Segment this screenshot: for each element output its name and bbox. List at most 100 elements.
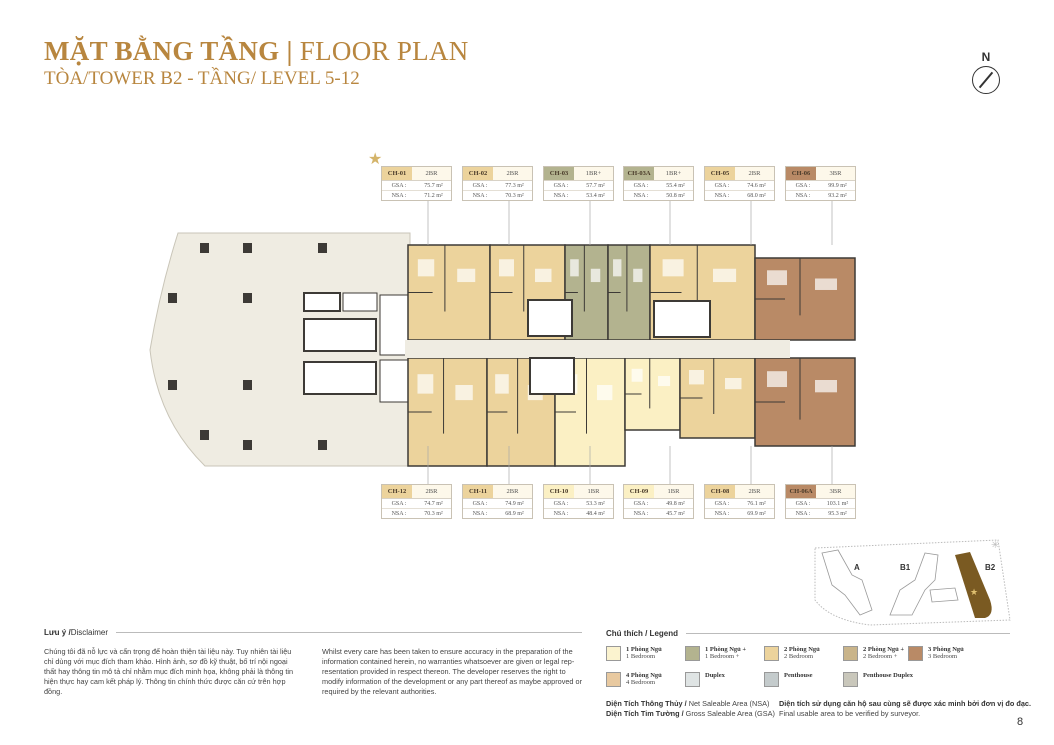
nsa-row: NSA : 71.2 m² — [382, 191, 451, 201]
legend-heading-text: Chú thích / Legend — [606, 629, 678, 638]
legend-swatch — [685, 646, 700, 661]
furniture-icon — [725, 378, 742, 390]
amenity-area — [149, 232, 411, 467]
gsa-row: GSA :57.7 m² — [544, 181, 613, 191]
furniture-icon — [455, 385, 473, 401]
gsa-label: GSA : — [553, 500, 569, 507]
gsa-label: GSA : — [714, 182, 730, 189]
area-definitions: Diện Tích Thông Thủy / Net Saleable Area… — [606, 699, 775, 719]
unit-code: CH-02 — [463, 167, 493, 180]
unit-type: 3BR — [816, 485, 855, 498]
unit-code: CH-05 — [705, 167, 735, 180]
gsa-label: GSA : — [553, 182, 569, 189]
corridor — [405, 340, 790, 358]
gsa-row: GSA :75.7 m² — [382, 181, 451, 191]
nsa-label: NSA : — [714, 511, 730, 517]
legend-swatch — [606, 672, 621, 687]
legend-label-en: 1 Bedroom + — [705, 653, 740, 660]
furniture-icon — [815, 380, 837, 393]
nsa-value: 69.9 m² — [747, 511, 766, 517]
unit-code: CH-10 — [544, 485, 574, 498]
nsa-label: NSA : — [391, 193, 407, 199]
nsa-value: 95.3 m² — [828, 511, 847, 517]
disclaimer-text-vi: Chúng tôi đã nỗ lực và cẩn trọng để hoàn… — [44, 647, 294, 696]
furniture-icon — [535, 268, 552, 283]
bed-icon — [613, 259, 622, 277]
nsa-label: NSA : — [553, 193, 569, 199]
nsa-label: NSA : — [633, 511, 649, 517]
gsa-row: GSA :74.6 m² — [705, 181, 774, 191]
elevator-core — [527, 299, 711, 395]
bed-icon — [767, 371, 787, 388]
nsa-row: NSA :53.4 m² — [544, 191, 613, 201]
legend-label-vi: Penthouse — [784, 672, 813, 679]
nsa-value: 71.2 m² — [424, 193, 443, 199]
unit-code: CH-06A — [786, 485, 816, 498]
gsa-label: GSA : — [795, 500, 811, 507]
structural-column — [243, 293, 252, 303]
unit-code: CH-09 — [624, 485, 654, 498]
divider — [116, 632, 582, 633]
nsa-row: NSA :68.9 m² — [463, 509, 532, 519]
gsa-label: GSA : — [795, 182, 811, 189]
bed-icon — [570, 259, 579, 277]
gsa-value: 49.8 m² — [666, 500, 685, 507]
nsa-label: NSA : — [472, 193, 488, 199]
unit-type: 2BR — [493, 485, 532, 498]
nsa-row: NSA : 70.3 m² — [463, 191, 532, 201]
legend-item: 1 Phòng Ngủ +1 Bedroom + — [685, 646, 746, 661]
legend-label-vi: 2 Phòng Ngủ + — [863, 646, 905, 653]
gsa-row: GSA :55.4 m² — [624, 181, 693, 191]
nsa-row: NSA :95.3 m² — [786, 509, 855, 519]
bed-icon — [631, 368, 643, 382]
gsa-row: GSA :77.3 m² — [463, 181, 532, 191]
nsa-row: NSA :45.7 m² — [624, 509, 693, 519]
verify-vi: Diện tích sử dụng căn hộ sau cùng sẽ đượ… — [779, 699, 1031, 708]
nsa-en: Net Saleable Area (NSA) — [686, 699, 770, 708]
structural-column — [200, 243, 209, 253]
unit-type: 2BR — [412, 167, 451, 180]
nsa-label: NSA : — [633, 193, 649, 199]
furniture-icon — [590, 268, 601, 283]
legend-label-vi: Penthouse Duplex — [863, 672, 914, 679]
gsa-value: 77.3 m² — [505, 182, 524, 189]
key-plan-label-a: A — [854, 563, 860, 572]
unit-type: 2BR — [735, 485, 774, 498]
legend-swatch — [843, 672, 858, 687]
legend-label-vi: 4 Phòng Ngủ — [626, 672, 662, 679]
unit-type: 1BR+ — [654, 167, 693, 180]
legend-label-vi: 3 Phòng Ngủ — [928, 646, 964, 653]
featured-star-icon: ★ — [368, 151, 383, 168]
key-plan-star-icon: ★ — [970, 587, 978, 597]
gsa-value: 103.1 m² — [826, 500, 849, 507]
nsa-value: 48.4 m² — [586, 511, 605, 517]
gsa-value: 99.9 m² — [828, 182, 847, 189]
furniture-icon — [457, 268, 476, 283]
gsa-value: 74.9 m² — [505, 500, 524, 507]
structural-column — [168, 293, 177, 303]
bed-icon — [417, 374, 434, 394]
unit-type: 1BR — [654, 485, 693, 498]
nsa-row: NSA :50.8 m² — [624, 191, 693, 201]
nsa-value: 70.3 m² — [505, 193, 524, 199]
furniture-icon — [713, 268, 737, 283]
key-plan: ★ ✳ A B1 B2 — [814, 539, 1011, 626]
